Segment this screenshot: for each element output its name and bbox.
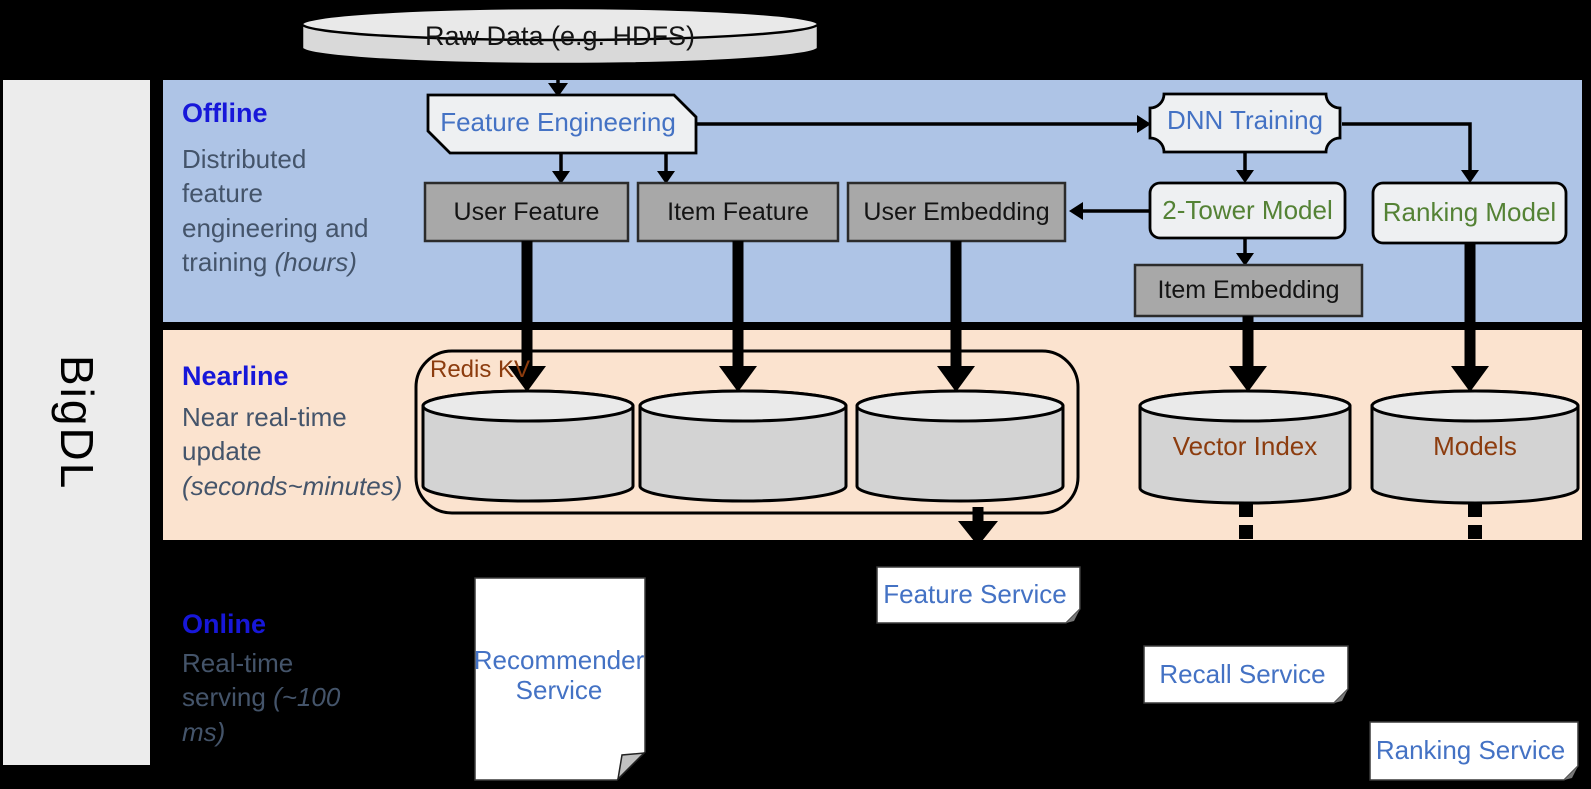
vector-index-cylinder bbox=[1138, 389, 1352, 505]
online-description-latency: (~100 ms) bbox=[182, 682, 341, 747]
dnn-training-label: DNN Training bbox=[1166, 105, 1324, 136]
recall-service-card bbox=[1143, 645, 1349, 704]
arrow-dnn-to-two-tower bbox=[1236, 152, 1254, 183]
arrow-user-feature-to-redis bbox=[508, 241, 546, 392]
nearline-description-latency: (seconds~minutes) bbox=[182, 470, 403, 501]
redis-cylinder-1 bbox=[421, 389, 635, 503]
offline-band-description: Distributed feature engineering and trai… bbox=[182, 142, 394, 279]
arrow-dnn-to-ranking-model bbox=[1342, 122, 1479, 183]
dotted-connector-models bbox=[1468, 504, 1482, 539]
models-cylinder bbox=[1370, 389, 1580, 505]
recall-service-label: Recall Service bbox=[1159, 658, 1326, 689]
user-embedding-label: User Embedding bbox=[863, 197, 1050, 226]
offline-band-label: Offline bbox=[182, 98, 268, 129]
offline-description-text: Distributed feature engineering and trai… bbox=[182, 144, 369, 277]
arrow-two-tower-to-user-embedding bbox=[1069, 202, 1150, 220]
arrow-user-embedding-to-redis bbox=[937, 241, 975, 392]
dotted-connector-vector-index bbox=[1239, 504, 1253, 539]
arrow-fe-to-item-feature bbox=[657, 153, 675, 184]
recommender-service-doc bbox=[474, 577, 646, 782]
ranking-service-label: Ranking Service bbox=[1375, 735, 1566, 766]
redis-kv-container bbox=[414, 349, 1080, 515]
raw-data-label: Raw Data (e.g. HDFS) bbox=[424, 21, 696, 52]
arrow-fe-to-user-feature bbox=[552, 153, 570, 184]
item-feature-label: Item Feature bbox=[667, 197, 809, 226]
online-band-description: Real-time serving (~100 ms) bbox=[182, 646, 352, 749]
feature-engineering-shape bbox=[426, 93, 698, 155]
item-embedding-label: Item Embedding bbox=[1157, 276, 1340, 305]
ranking-service-card bbox=[1369, 721, 1579, 781]
online-band-label: Online bbox=[182, 609, 267, 640]
user-feature-label: User Feature bbox=[453, 197, 600, 226]
models-label: Models bbox=[1433, 431, 1517, 462]
two-tower-model-shape bbox=[1148, 181, 1347, 240]
item-embedding-box bbox=[1133, 263, 1364, 318]
offline-description-latency: (hours) bbox=[274, 246, 357, 277]
user-feature-box bbox=[423, 181, 630, 243]
redis-kv-label: Redis KV bbox=[430, 356, 531, 384]
arrow-ranking-model-to-models bbox=[1451, 243, 1489, 392]
ranking-model-label: Ranking Model bbox=[1382, 197, 1557, 228]
raw-data-cylinder bbox=[300, 6, 820, 66]
online-description-text: Real-time serving bbox=[182, 648, 294, 713]
feature-service-card bbox=[876, 566, 1081, 624]
bigdl-sidebar bbox=[3, 80, 150, 765]
arrow-fe-to-dnn-training bbox=[696, 115, 1151, 133]
redis-cylinder-3 bbox=[855, 389, 1065, 503]
two-tower-model-label: 2-Tower Model bbox=[1162, 194, 1333, 225]
nearline-band-description: Near real-time update (seconds~minutes) bbox=[182, 400, 414, 503]
arrow-rawdata-to-feature-engineering bbox=[548, 64, 568, 97]
arrow-redis-to-feature-service bbox=[958, 507, 998, 546]
nearline-description-text: Near real-time update bbox=[182, 402, 347, 467]
bigdl-logo-text: BigDL bbox=[50, 354, 103, 491]
vector-index-label: Vector Index bbox=[1172, 431, 1318, 462]
dnn-training-shape bbox=[1148, 92, 1342, 154]
arrow-two-tower-to-item-embedding bbox=[1236, 238, 1254, 266]
arrow-item-embedding-to-vector-index bbox=[1229, 316, 1267, 392]
nearline-band-label: Nearline bbox=[182, 361, 289, 392]
feature-engineering-label: Feature Engineering bbox=[440, 107, 676, 138]
user-embedding-box bbox=[846, 181, 1067, 243]
recommender-service-label: Recommender Service bbox=[473, 645, 645, 705]
redis-cylinder-2 bbox=[638, 389, 848, 503]
feature-service-label: Feature Service bbox=[883, 579, 1067, 610]
arrow-item-feature-to-redis bbox=[719, 241, 757, 392]
